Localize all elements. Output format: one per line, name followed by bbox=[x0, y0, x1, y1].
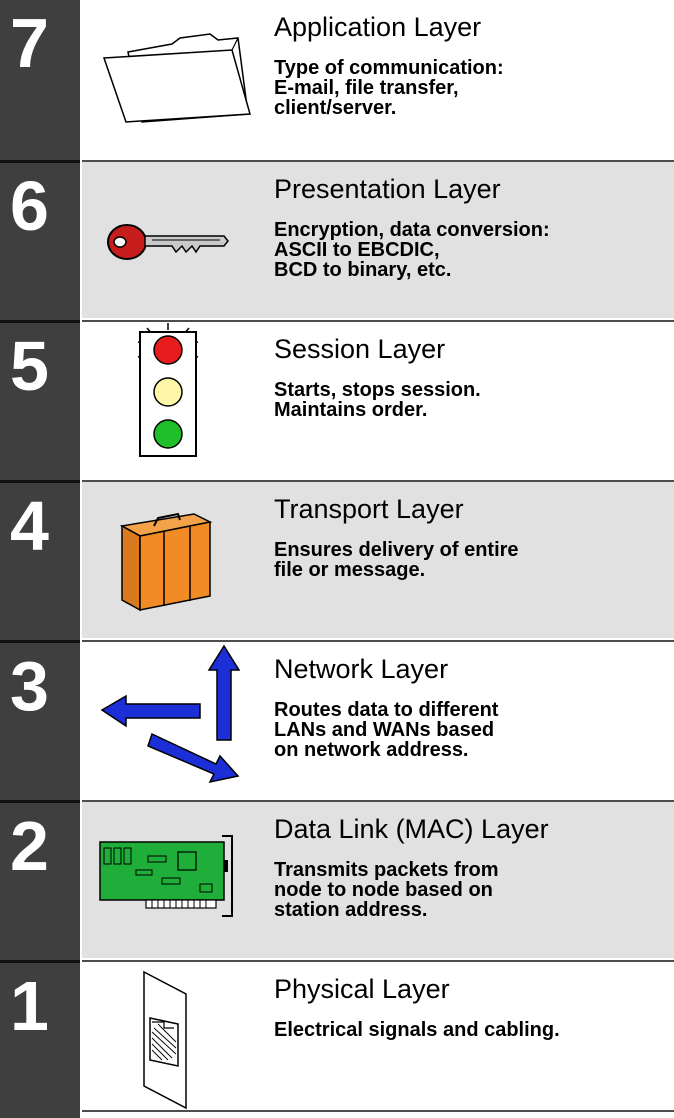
layer-number-box: 2 bbox=[0, 800, 80, 958]
layer-number: 6 bbox=[10, 167, 49, 245]
network-card-icon bbox=[82, 802, 272, 958]
layer-title: Data Link (MAC) Layer bbox=[274, 814, 549, 844]
layer-number-box: 5 bbox=[0, 320, 80, 478]
layer-content: Session Layer Starts, stops session. Mai… bbox=[82, 320, 674, 478]
layer-title: Presentation Layer bbox=[274, 174, 501, 204]
layer-number: 1 bbox=[10, 967, 49, 1045]
layer-number: 2 bbox=[10, 807, 49, 885]
layer-description: Electrical signals and cabling. bbox=[274, 1019, 560, 1041]
layer-row-5: 5 Session Layer bbox=[0, 320, 674, 478]
layer-row-2: 2 bbox=[0, 800, 674, 958]
layer-number: 3 bbox=[10, 647, 49, 725]
layer-row-4: 4 Transport Layer Ensures delivery of en… bbox=[0, 480, 674, 638]
layer-number-box: 4 bbox=[0, 480, 80, 638]
layer-description: Routes data to different LANs and WANs b… bbox=[274, 699, 499, 761]
layer-title: Physical Layer bbox=[274, 974, 450, 1004]
layer-content: Network Layer Routes data to different L… bbox=[82, 640, 674, 798]
layer-row-7: 7 Application Layer Type of communicatio… bbox=[0, 0, 674, 158]
layer-number: 4 bbox=[10, 487, 49, 565]
layer-content: Presentation Layer Encryption, data conv… bbox=[82, 160, 674, 318]
layer-number: 7 bbox=[10, 4, 49, 82]
layer-description: Encryption, data conversion: ASCII to EB… bbox=[274, 219, 550, 281]
suitcase-icon bbox=[82, 482, 272, 638]
layer-title: Network Layer bbox=[274, 654, 449, 684]
layer-number: 5 bbox=[10, 327, 49, 405]
layer-title: Session Layer bbox=[274, 334, 446, 364]
layer-number-box: 6 bbox=[0, 160, 80, 318]
layer-row-3: 3 Network Layer Routes data to different… bbox=[0, 640, 674, 798]
layer-row-6: 6 Presentation Layer Encryption, data co… bbox=[0, 160, 674, 318]
layer-title: Transport Layer bbox=[274, 494, 464, 524]
layer-number-box: 7 bbox=[0, 0, 80, 158]
layer-title: Application Layer bbox=[274, 12, 482, 42]
layer-content: Application Layer Type of communication:… bbox=[82, 0, 674, 158]
layer-number-box: 1 bbox=[0, 960, 80, 1118]
network-jack-icon bbox=[82, 962, 272, 1118]
layer-description: Transmits packets from node to node base… bbox=[274, 859, 499, 921]
layer-row-1: 1 Physical Layer Electrical signa bbox=[0, 960, 674, 1118]
layer-description: Type of communication: E-mail, file tran… bbox=[274, 57, 504, 119]
layer-description: Ensures delivery of entire file or messa… bbox=[274, 539, 519, 581]
bottom-rule bbox=[82, 1110, 674, 1112]
layer-number-box: 3 bbox=[0, 640, 80, 798]
key-icon bbox=[82, 162, 272, 318]
folder-icon bbox=[82, 0, 272, 156]
layer-description: Starts, stops session. Maintains order. bbox=[274, 379, 481, 421]
layer-content: Transport Layer Ensures delivery of enti… bbox=[82, 480, 674, 638]
traffic-light-icon bbox=[82, 322, 272, 478]
layer-content: Physical Layer Electrical signals and ca… bbox=[82, 960, 674, 1118]
routing-arrows-icon bbox=[82, 642, 272, 798]
layer-content: Data Link (MAC) Layer Transmits packets … bbox=[82, 800, 674, 958]
